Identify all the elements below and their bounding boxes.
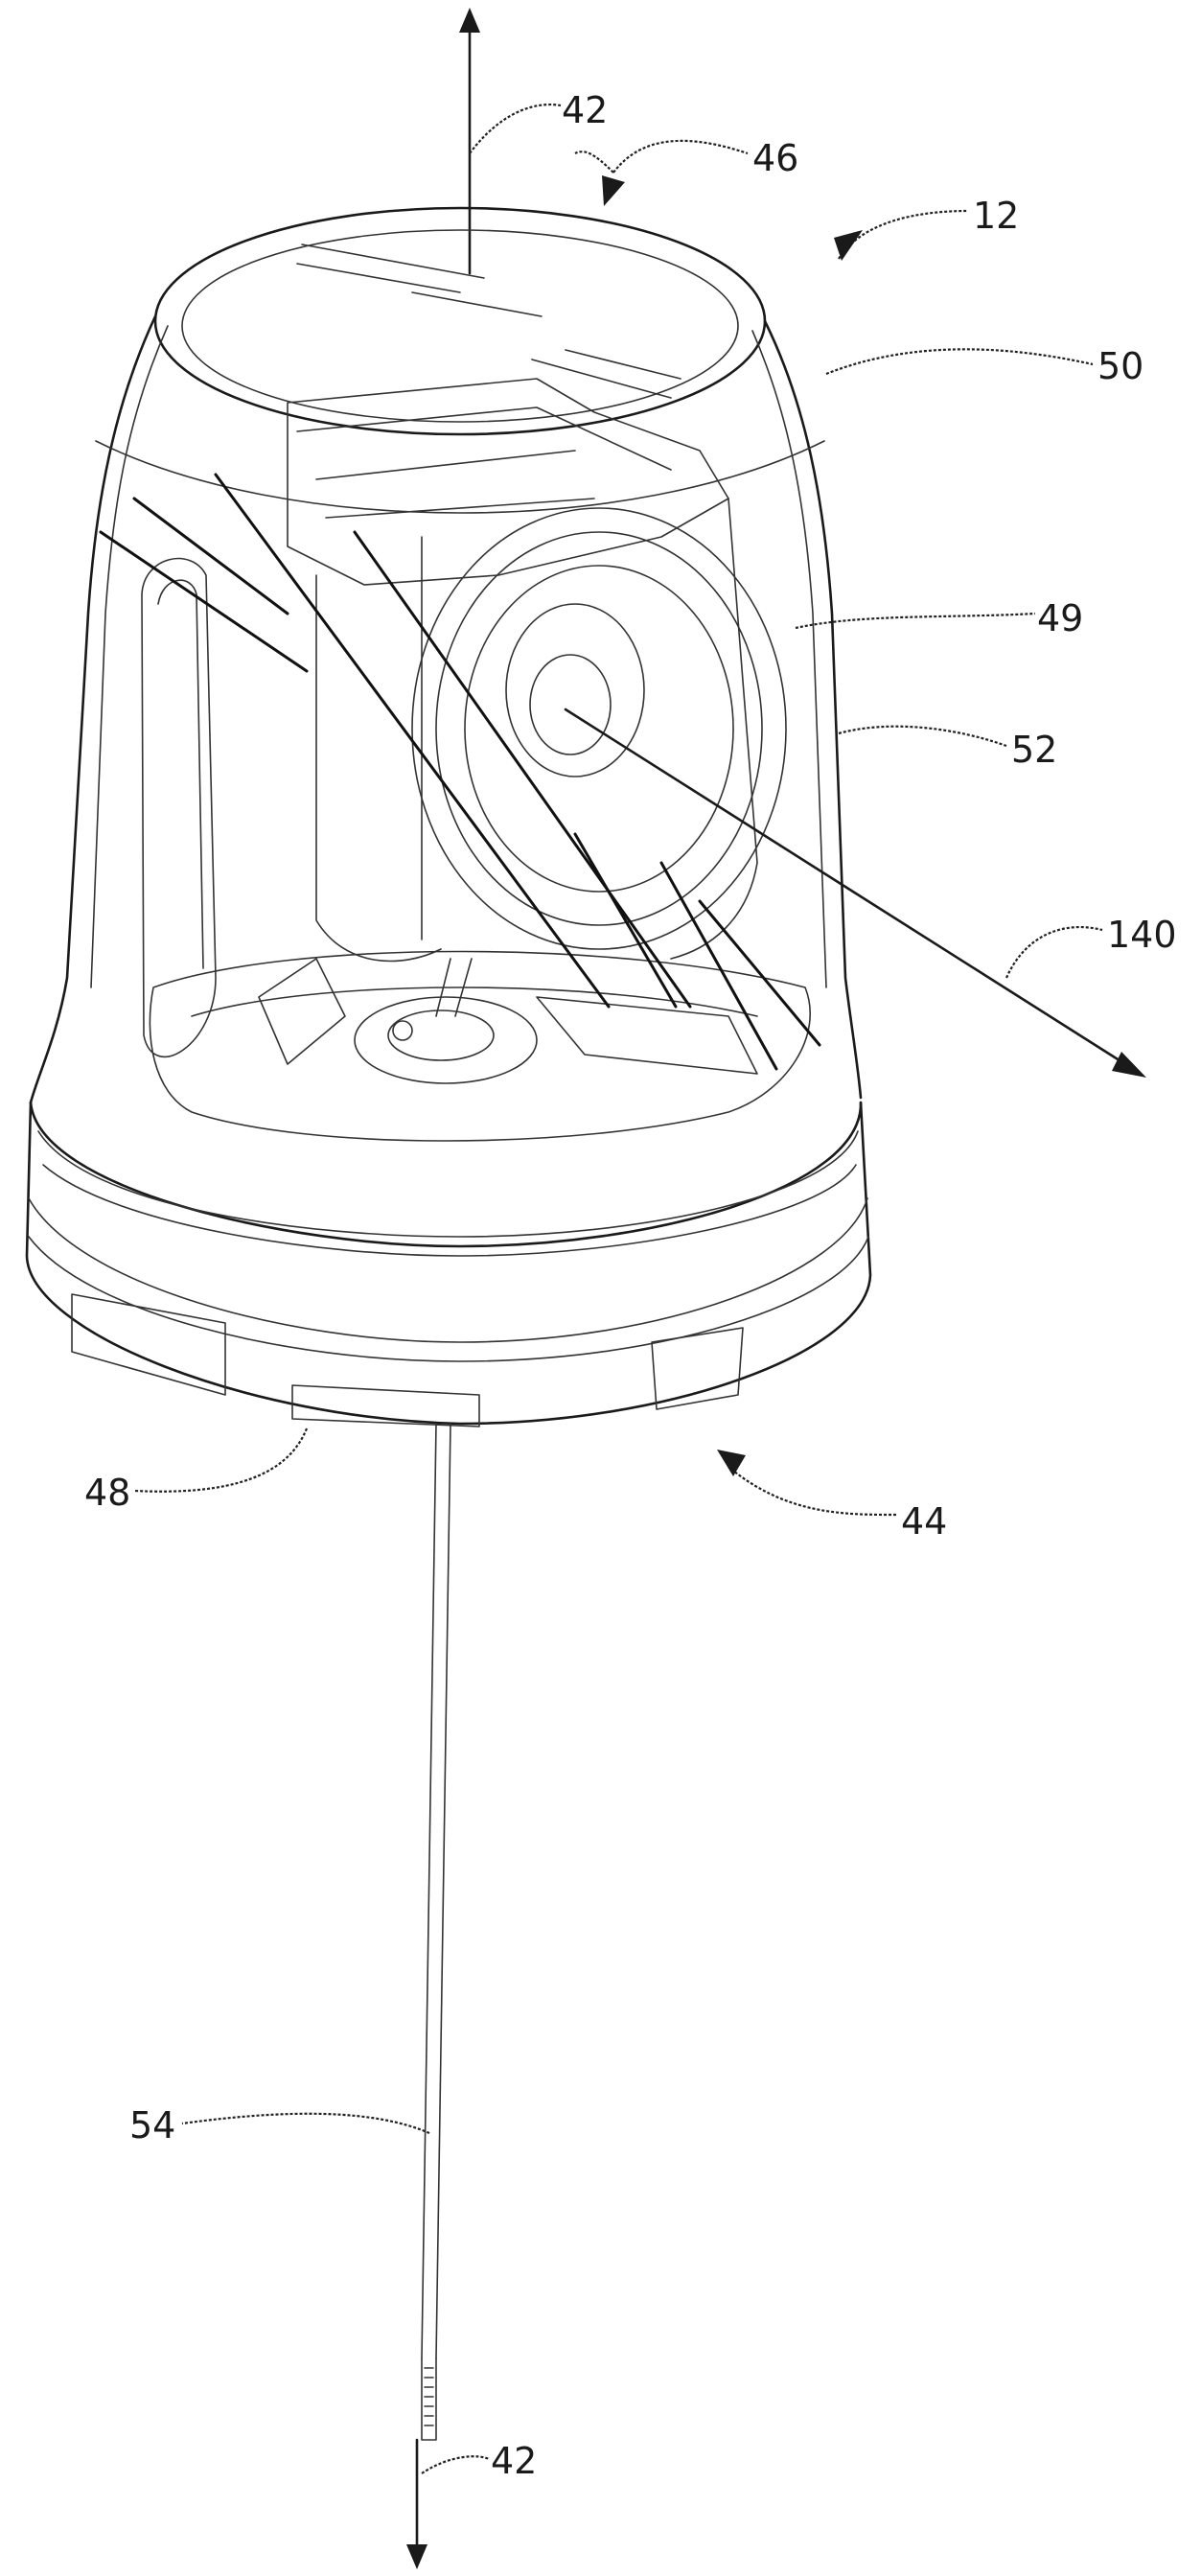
axis-bottom-arrow <box>406 2440 427 2569</box>
label-notch: 48 <box>84 1472 130 1514</box>
reference-numerals: 42 46 12 50 49 52 140 48 44 54 42 <box>84 89 1177 2482</box>
label-cable: 54 <box>129 2104 175 2147</box>
label-assembly: 12 <box>973 195 1019 237</box>
label-axis-bottom: 42 <box>491 2440 537 2482</box>
label-cover-side: 52 <box>1011 729 1057 771</box>
leader-lines <box>134 104 1102 2473</box>
base-ring <box>27 1102 870 1427</box>
label-axis-top: 42 <box>562 89 608 131</box>
cable <box>422 1424 450 2440</box>
dome-cover <box>31 208 861 1102</box>
label-cover-top: 46 <box>752 137 798 179</box>
label-beam: 140 <box>1107 914 1177 956</box>
cover-hatching <box>101 475 820 1069</box>
label-interior: 49 <box>1037 597 1083 639</box>
label-base: 44 <box>901 1500 947 1543</box>
beam-direction-arrow <box>566 709 1146 1078</box>
axis-top-arrow <box>459 8 480 273</box>
reflector-assembly <box>142 379 810 1141</box>
label-cover-rim: 50 <box>1097 345 1143 387</box>
